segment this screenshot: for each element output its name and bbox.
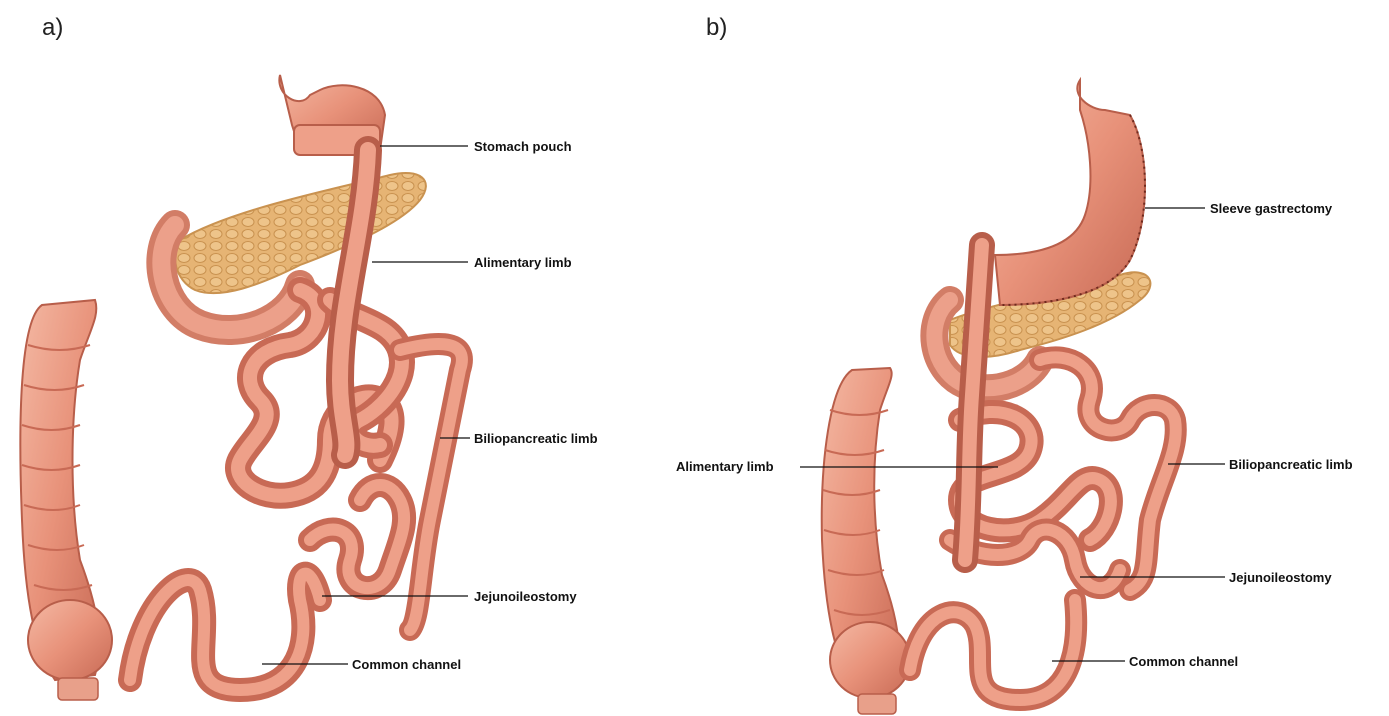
label-biliopancreatic-limb-b: Biliopancreatic limb xyxy=(1229,457,1353,472)
label-sleeve-gastrectomy-b: Sleeve gastrectomy xyxy=(1210,201,1333,216)
label-common-channel-a: Common channel xyxy=(352,657,461,672)
label-stomach-pouch-a: Stomach pouch xyxy=(474,139,572,154)
label-alimentary-limb-a: Alimentary limb xyxy=(474,255,572,270)
colon-a xyxy=(20,300,112,700)
colon-b xyxy=(822,368,910,714)
label-common-channel-b: Common channel xyxy=(1129,654,1238,669)
small-bowel-coils-a xyxy=(130,290,462,690)
small-bowel-coils-b xyxy=(910,357,1176,700)
label-jejunoileostomy-b: Jejunoileostomy xyxy=(1229,570,1332,585)
panel-b-illustration: Sleeve gastrectomy Alimentary limb Bilio… xyxy=(676,80,1353,714)
sleeve-gastrectomy-b xyxy=(995,80,1145,305)
label-jejunoileostomy-a: Jejunoileostomy xyxy=(474,589,577,604)
label-biliopancreatic-limb-a: Biliopancreatic limb xyxy=(474,431,598,446)
panel-a-illustration: Stomach pouch Alimentary limb Biliopancr… xyxy=(20,75,597,700)
label-alimentary-limb-b: Alimentary limb xyxy=(676,459,774,474)
